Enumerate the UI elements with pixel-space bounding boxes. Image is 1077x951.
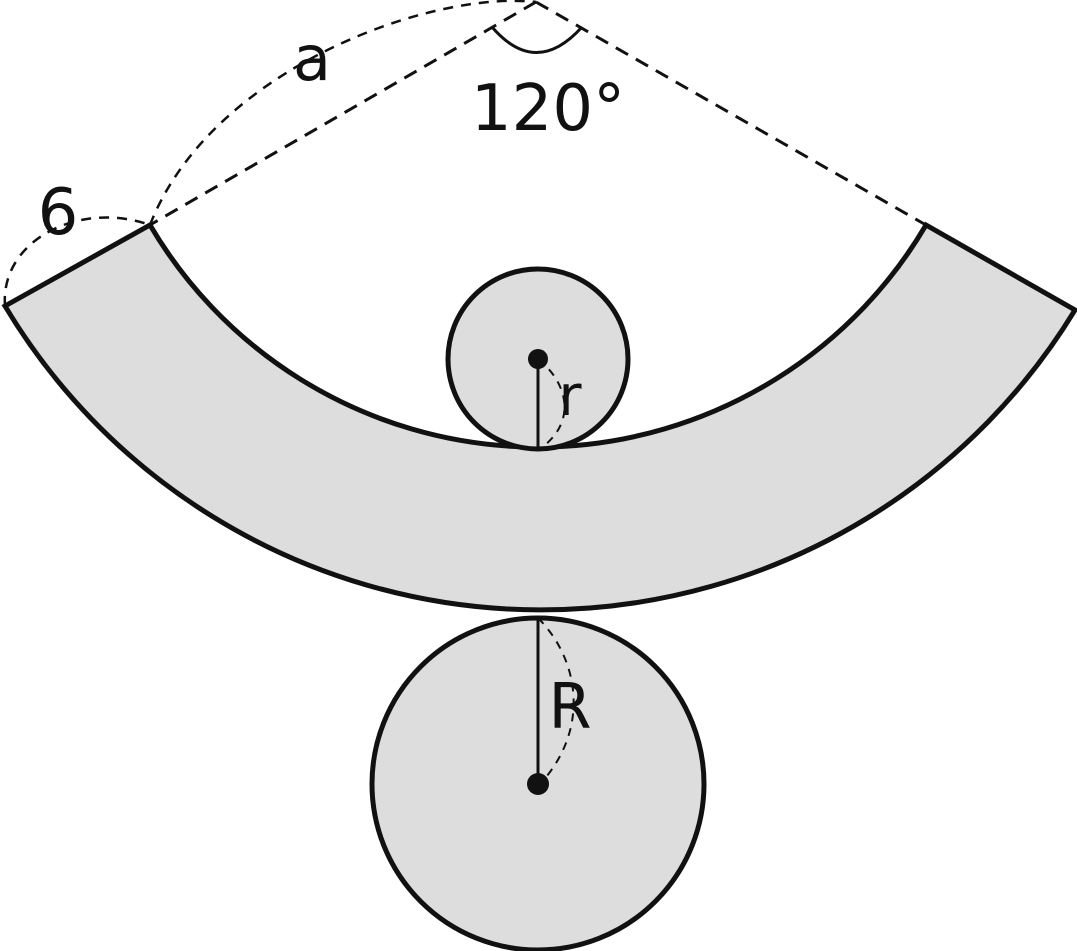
annular-sector-band — [1, 221, 1077, 613]
label-6: 6 — [38, 176, 79, 250]
label-a: a — [293, 22, 331, 95]
large-circle-center-dot — [527, 773, 549, 795]
dimension-curve-a — [148, 0, 537, 226]
dimension-curve-6 — [3, 216, 151, 307]
small-radius-dimension — [537, 358, 566, 450]
label-angle: 120° — [471, 72, 625, 146]
label-R: R — [548, 670, 591, 743]
central-angle-arc — [490, 25, 584, 54]
small-circle-center-dot — [528, 349, 548, 369]
large-radius-dimension — [537, 617, 575, 785]
label-r: r — [558, 364, 582, 429]
sector-radius-left-dashed — [149, 0, 537, 227]
sector-radius-right-dashed — [535, 0, 927, 227]
